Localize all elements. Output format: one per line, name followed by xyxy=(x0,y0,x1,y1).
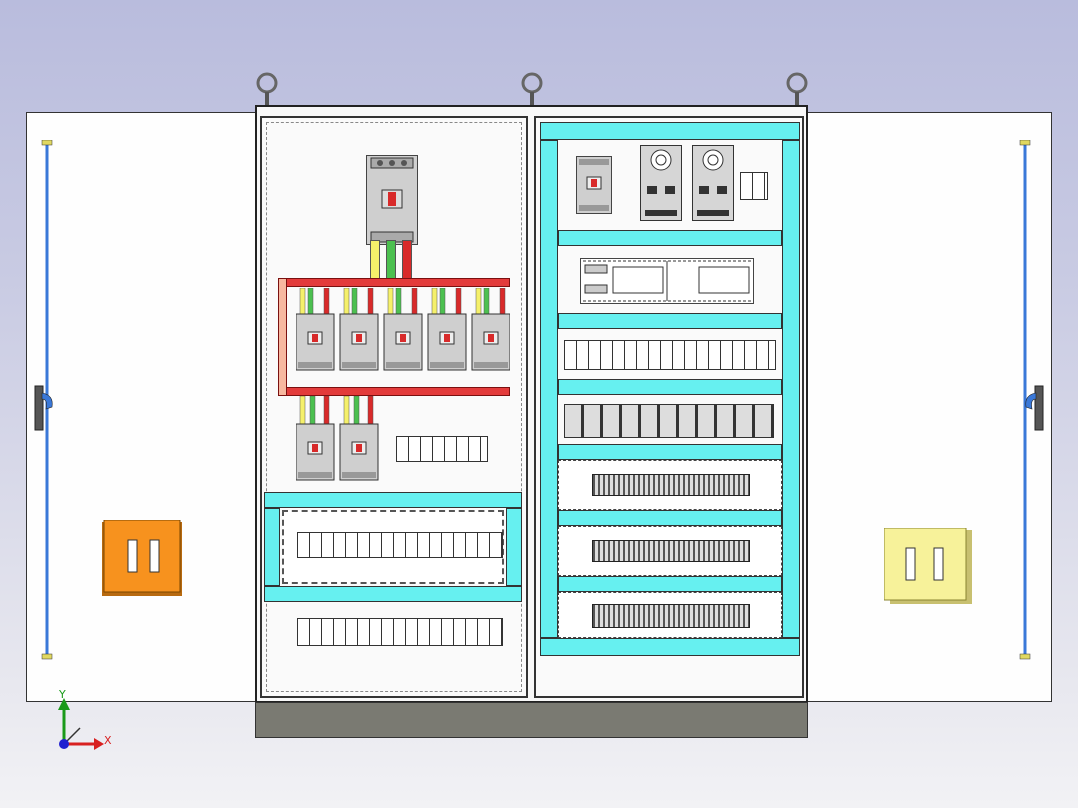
lower-breaker-pair xyxy=(295,395,380,482)
left-section-inner xyxy=(266,122,522,692)
right-door xyxy=(806,112,1052,702)
right-handle-icon[interactable] xyxy=(883,527,972,604)
right-trunking-left xyxy=(540,140,558,638)
terminal-strip-3[interactable] xyxy=(592,604,750,628)
right-trunking-top xyxy=(540,122,800,140)
main-circuit-breaker[interactable] xyxy=(366,155,418,245)
cable-red xyxy=(402,240,412,282)
power-supply-1[interactable] xyxy=(640,145,682,221)
plc-module[interactable] xyxy=(580,258,754,304)
axis-x-label: X xyxy=(104,734,112,747)
left-trunking-top xyxy=(264,492,522,508)
small-mcb-strip[interactable] xyxy=(396,436,488,462)
relay-row[interactable] xyxy=(564,404,774,438)
right-door-hinge-icon xyxy=(1018,139,1032,660)
axis-y-label: Y xyxy=(59,688,66,701)
right-trunking-h4 xyxy=(558,444,782,460)
left-trunking-left xyxy=(264,508,280,586)
busbar-bottom xyxy=(278,387,510,396)
left-door xyxy=(26,112,256,702)
terminal-strip-2[interactable] xyxy=(592,540,750,562)
cable-yellow xyxy=(370,240,380,282)
right-door-latch-icon[interactable] xyxy=(1022,385,1044,431)
busbar-top xyxy=(278,278,510,287)
lifting-eye-icon xyxy=(785,72,809,106)
left-mcb-rail-2[interactable] xyxy=(297,618,503,646)
right-trunking-h5 xyxy=(558,510,782,526)
lifting-eye-icon xyxy=(255,72,279,106)
terminal-strip-1[interactable] xyxy=(592,474,750,496)
left-trunking-right xyxy=(506,508,522,586)
cabinet-plinth xyxy=(255,702,808,738)
right-trunking-right xyxy=(782,140,800,638)
power-supply-2[interactable] xyxy=(692,145,734,221)
relay-group[interactable] xyxy=(740,172,768,200)
mcb-row[interactable] xyxy=(564,340,776,370)
left-trunking-mid xyxy=(264,586,522,602)
axis-triad-icon xyxy=(52,688,122,754)
branch-breaker-row xyxy=(295,287,511,372)
right-trunking-h1 xyxy=(558,230,782,246)
cable-green xyxy=(386,240,396,282)
left-mcb-rail-1[interactable] xyxy=(297,532,503,558)
left-door-latch-icon[interactable] xyxy=(34,385,56,431)
right-trunking-h3 xyxy=(558,379,782,395)
right-trunking-h2 xyxy=(558,313,782,329)
control-breaker[interactable] xyxy=(576,156,612,214)
left-handle-icon[interactable] xyxy=(102,519,182,596)
lifting-eye-icon xyxy=(520,72,544,106)
busbar-side xyxy=(278,278,287,396)
right-trunking-bottom xyxy=(540,638,800,656)
right-trunking-h6 xyxy=(558,576,782,592)
